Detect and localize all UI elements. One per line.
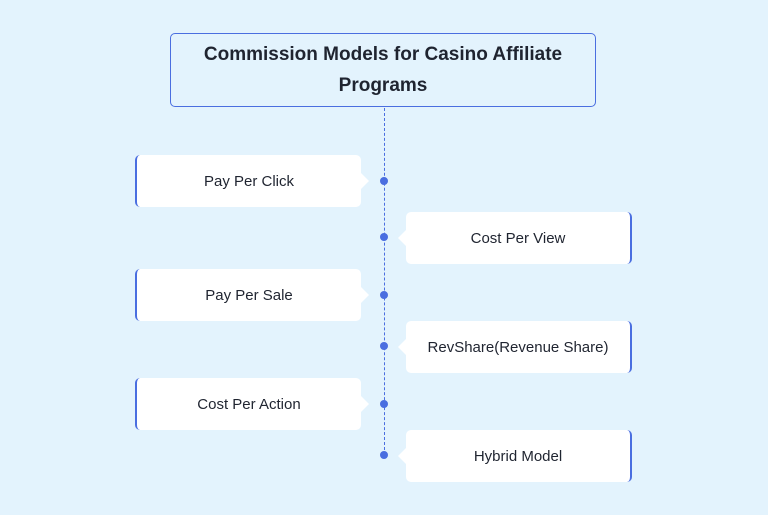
- model-card-pay-per-click: Pay Per Click: [135, 155, 369, 207]
- diagram-title: Commission Models for Casino Affiliate P…: [203, 44, 563, 96]
- timeline-dot-4: [380, 342, 388, 350]
- model-card-pay-per-sale: Pay Per Sale: [135, 269, 369, 321]
- model-label: Pay Per Sale: [205, 286, 293, 304]
- timeline-connector: [384, 108, 385, 455]
- timeline-dot-2: [380, 233, 388, 241]
- timeline-dot-1: [380, 177, 388, 185]
- model-label: RevShare(Revenue Share): [427, 338, 609, 356]
- diagram-title-box: Commission Models for Casino Affiliate P…: [170, 33, 596, 107]
- timeline-dot-5: [380, 400, 388, 408]
- model-label: Cost Per Action: [197, 395, 301, 413]
- model-label: Cost Per View: [470, 229, 566, 247]
- model-label: Hybrid Model: [473, 447, 563, 465]
- timeline-dot-6: [380, 451, 388, 459]
- model-card-hybrid-model: Hybrid Model: [398, 430, 632, 482]
- model-card-revshare: RevShare(Revenue Share): [398, 321, 632, 373]
- timeline-dot-3: [380, 291, 388, 299]
- model-card-cost-per-view: Cost Per View: [398, 212, 632, 264]
- model-label: Pay Per Click: [203, 172, 295, 190]
- model-card-cost-per-action: Cost Per Action: [135, 378, 369, 430]
